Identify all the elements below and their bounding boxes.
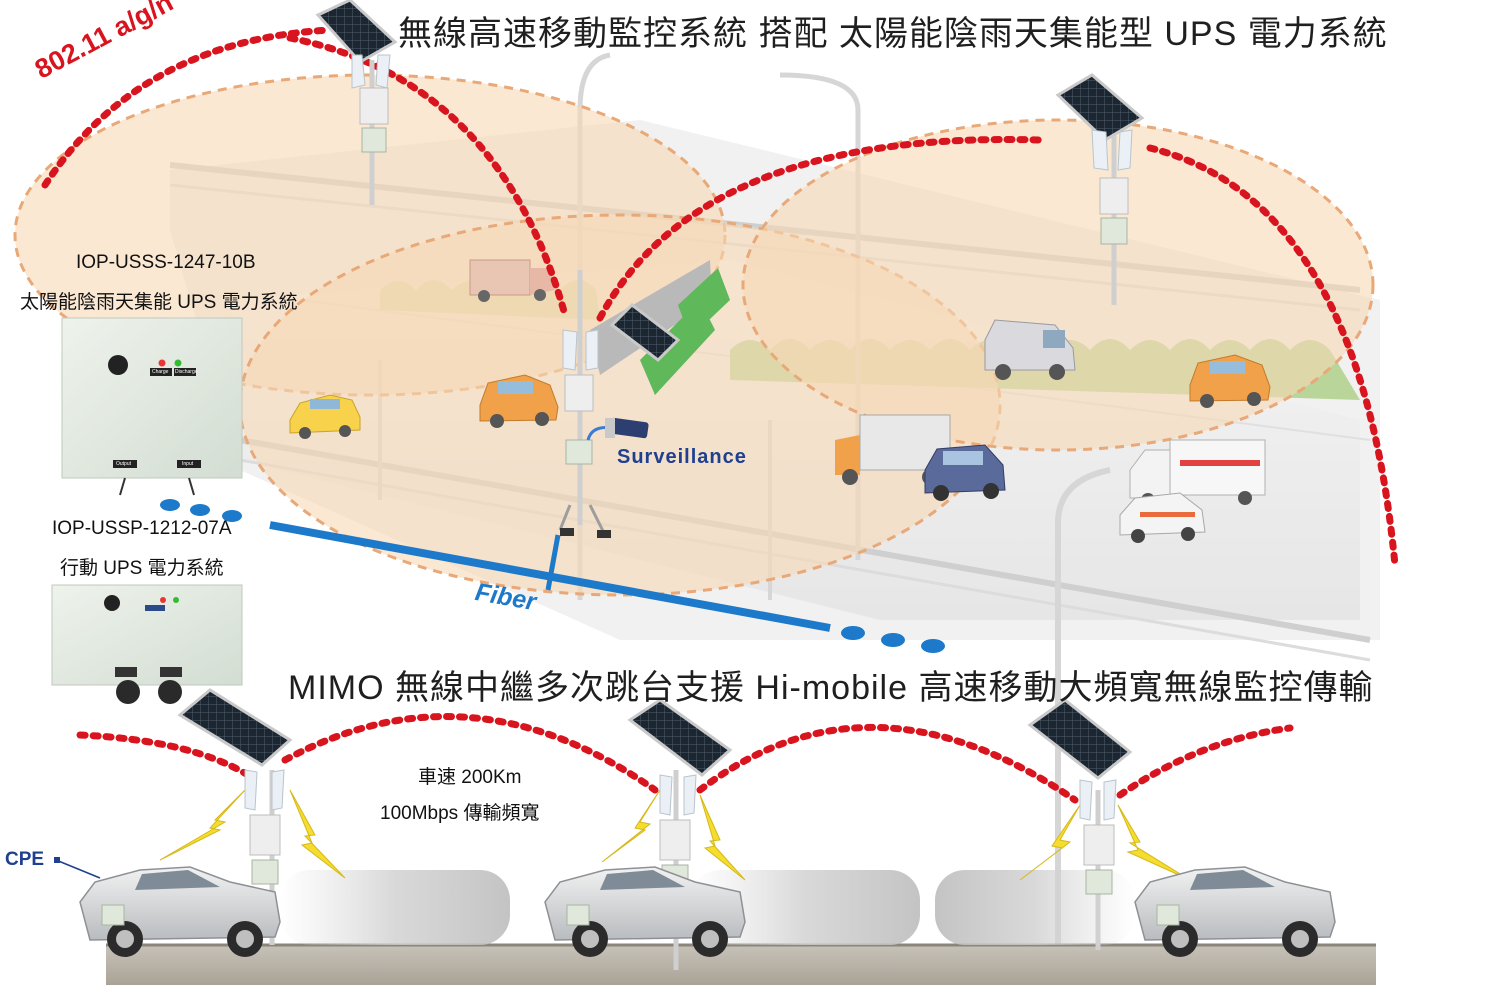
cpe-pointer: [55, 859, 101, 879]
access-point-icon: [659, 819, 691, 861]
ups-charge-label: Charge: [152, 369, 169, 375]
ups-input-label: Input: [182, 461, 194, 467]
ups-small-model: IOP-USSP-1212-07A: [52, 518, 232, 539]
wireless-station-center: [558, 270, 681, 538]
cpe-device-icon: [101, 904, 125, 926]
orange-car: [479, 374, 559, 428]
access-point-icon: [1083, 824, 1115, 866]
pink-truck: [469, 259, 555, 302]
sedan-car: [79, 866, 281, 957]
access-point-icon: [564, 374, 594, 412]
solar-panel-icon: [177, 688, 293, 767]
fiber-dot: [841, 626, 865, 640]
wireless-station-top-left: [315, 0, 398, 205]
fiber-dot: [222, 510, 242, 522]
ups-device-small: [51, 584, 243, 704]
highway-sign: [590, 260, 730, 395]
taxi-car: [289, 394, 361, 439]
relay-station-1: [177, 688, 293, 885]
orange-car-right: [1189, 354, 1271, 408]
ups-output-label: Output: [116, 461, 132, 467]
access-point-icon: [1099, 177, 1129, 215]
fiber-dot: [881, 633, 905, 647]
cpe-device-icon: [566, 904, 590, 926]
fiber-link: [160, 499, 945, 653]
speed-label: 車速 200Km: [418, 767, 522, 788]
brand-logo-icon: [108, 355, 128, 375]
fiber-dot: [921, 639, 945, 653]
highway-traffic: [289, 259, 1271, 543]
ups-small-desc: 行動 UPS 電力系統: [60, 558, 224, 579]
ups-large-desc: 太陽能陰雨天集能 UPS 電力系統: [20, 292, 298, 313]
ambulance: [1129, 439, 1266, 507]
access-point-icon: [249, 814, 281, 856]
ups-device-large: [61, 317, 243, 496]
fiber-dot: [160, 499, 180, 511]
bandwidth-label: 100Mbps 傳輸頻寬: [380, 803, 540, 824]
solar-panel-icon: [1027, 698, 1133, 780]
solar-panel-icon: [315, 0, 398, 64]
antenna-icon: [1091, 129, 1133, 171]
mobile-relay-scene: [54, 688, 1376, 985]
diagram-title: 無線高速移動監控系統 搭配 太陽能陰雨天集能型 UPS 電力系統: [398, 15, 1388, 53]
sedan-car: [544, 866, 746, 957]
ups-box-icon: [251, 859, 279, 885]
ups-box-icon: [1100, 217, 1128, 245]
wireless-signal-bolts: [159, 789, 1191, 881]
surveillance-camera-icon: [586, 417, 649, 441]
relay-station-2: [627, 698, 733, 890]
ups-discharge-label: Discharge: [175, 369, 198, 375]
blue-suv: [924, 444, 1006, 501]
antenna-icon: [562, 329, 599, 371]
solar-panel-icon: [609, 303, 681, 362]
cpe-device-icon: [1156, 904, 1180, 926]
surveillance-label: Surveillance: [617, 446, 747, 468]
sedan-car: [1134, 866, 1336, 957]
grey-van: [984, 319, 1076, 380]
road-ground: [106, 945, 1376, 985]
ups-box-icon: [565, 439, 593, 465]
solar-panel-icon: [627, 698, 733, 777]
brand-logo-icon: [104, 595, 120, 611]
coverage-area-right: [741, 118, 1375, 452]
access-point-icon: [359, 87, 389, 125]
wifi-arcs-upper: [41, 26, 1399, 569]
diagram-subtitle: MIMO 無線中繼多次跳台支援 Hi-mobile 高速移動大頻寬無線監控傳輸: [288, 669, 1374, 707]
solar-panel-icon: [1055, 73, 1145, 142]
wifi-arcs-lower: [76, 713, 1294, 804]
antenna-icon: [351, 54, 391, 89]
relay-station-3: [1027, 698, 1133, 895]
ups-box-icon: [1085, 869, 1113, 895]
ups-large-model: IOP-USSS-1247-10B: [76, 252, 256, 273]
cpe-label: CPE: [5, 849, 45, 870]
wireless-station-right: [1055, 73, 1145, 305]
delivery-truck: [835, 414, 951, 485]
fiber-dot: [190, 504, 210, 516]
ups-box-icon: [361, 127, 387, 153]
police-car: [1119, 492, 1206, 543]
